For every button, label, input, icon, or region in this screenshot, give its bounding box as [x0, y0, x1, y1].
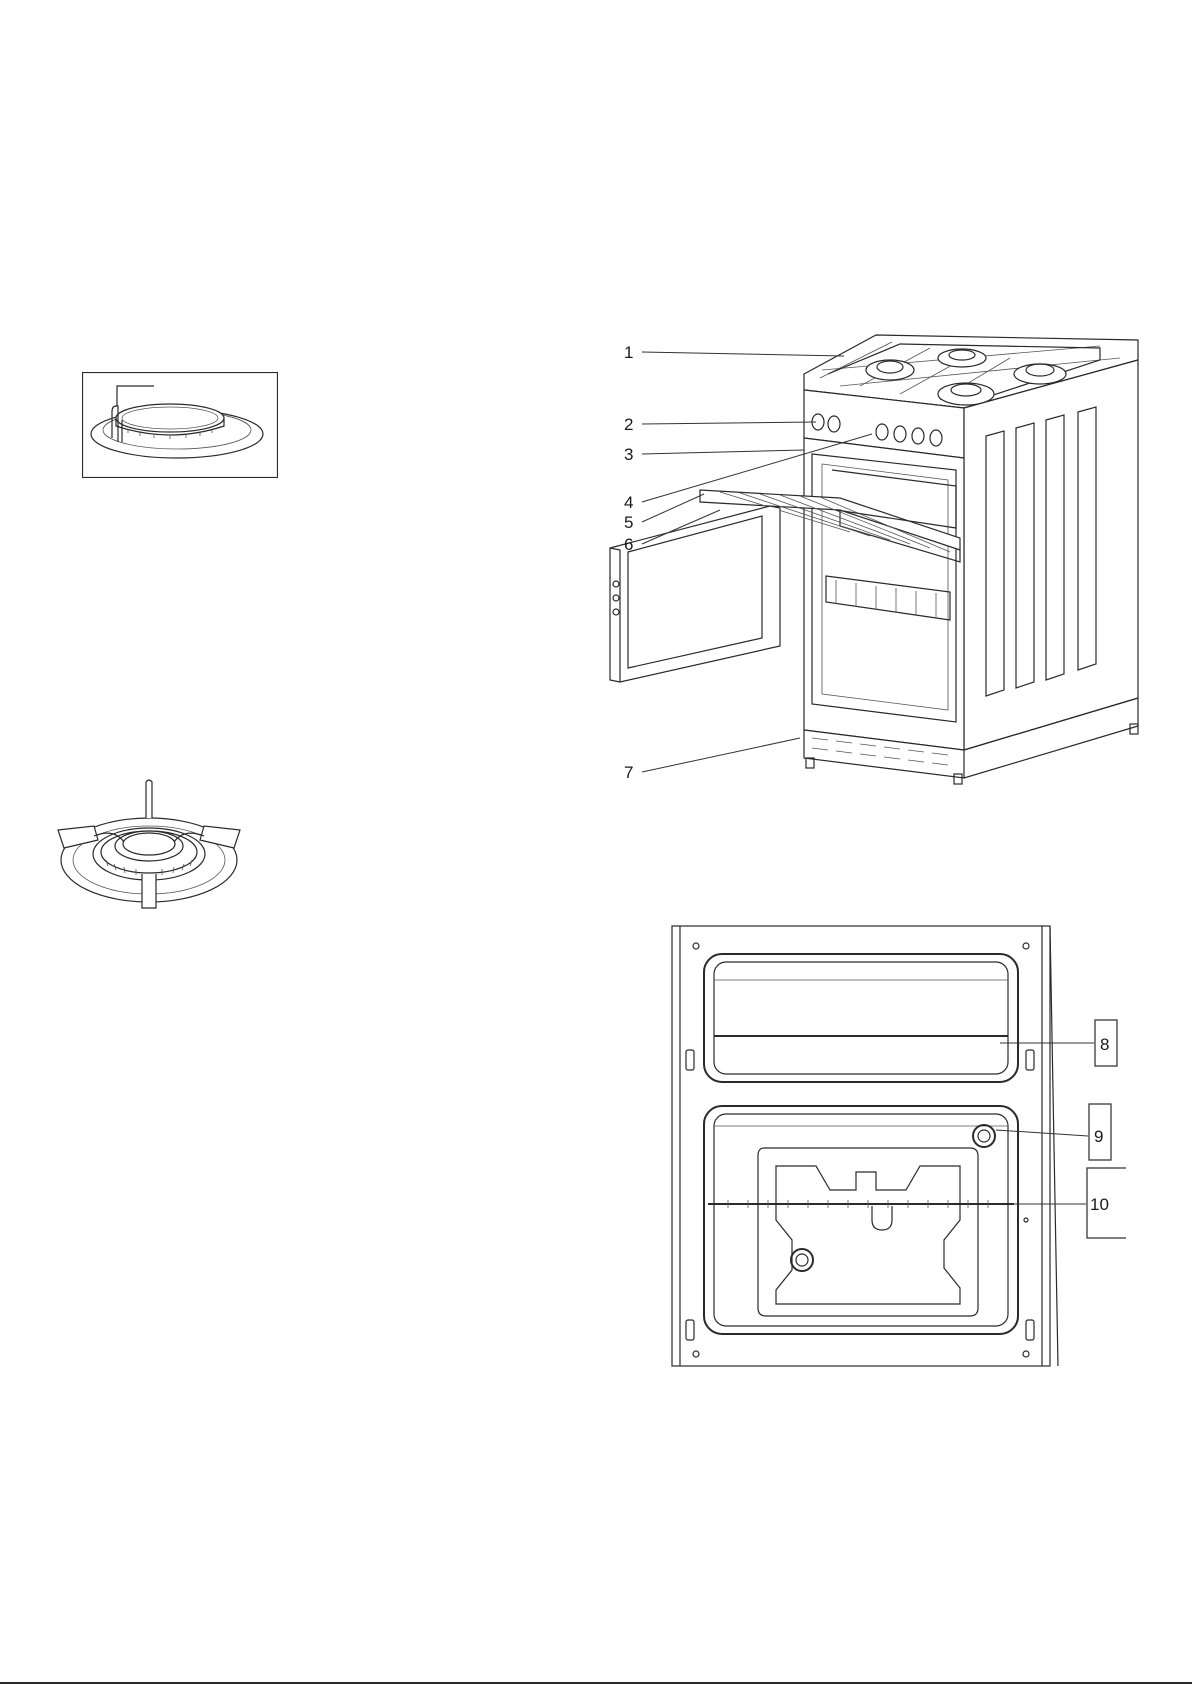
callout-6: 6 — [624, 535, 633, 554]
cooker-drawing: 1 2 3 4 5 6 7 — [600, 330, 1140, 790]
large-burner-drawing — [54, 778, 244, 910]
callout-4: 4 — [624, 493, 633, 512]
callout-10: 10 — [1090, 1195, 1109, 1214]
oven-front-drawing: 8 9 10 — [666, 920, 1126, 1370]
cooker-diagram: 1 2 3 4 5 6 7 — [600, 330, 1140, 790]
callout-1: 1 — [624, 343, 633, 362]
callout-7: 7 — [624, 763, 633, 782]
callout-2: 2 — [624, 415, 633, 434]
callout-8: 8 — [1100, 1035, 1109, 1054]
page-bottom-rule — [0, 1682, 1192, 1684]
callout-3: 3 — [624, 445, 633, 464]
callout-9: 9 — [1094, 1127, 1103, 1146]
small-burner-figure — [82, 372, 278, 478]
burner-with-pan-support-figure — [54, 778, 244, 910]
callout-5: 5 — [624, 513, 633, 532]
small-burner-drawing — [82, 372, 278, 478]
oven-front-diagram: 8 9 10 — [666, 920, 1126, 1370]
